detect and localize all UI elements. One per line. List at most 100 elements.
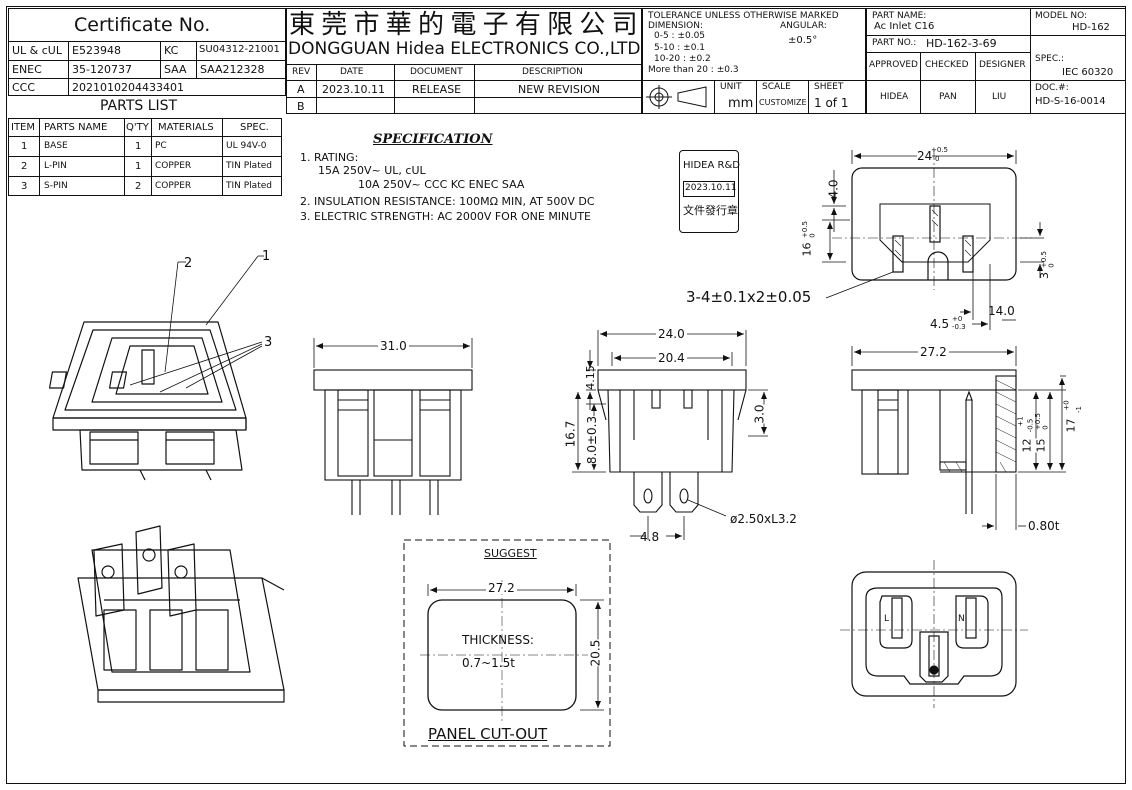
cert-value: E523948 (72, 44, 121, 57)
dim-tolerance: +0 (952, 315, 963, 323)
dim-tolerance: 0 (1047, 263, 1056, 268)
rear-center-lines (840, 560, 1028, 708)
spec-line: 10A 250V~ CCC KC ENEC SAA (358, 178, 525, 191)
dim-plan (822, 150, 1044, 330)
parts-material: COPPER (155, 181, 192, 191)
callout-label: 2 (184, 256, 193, 271)
dim-label: 24 (917, 149, 933, 163)
isometric-front-view (48, 321, 247, 481)
rev-header: DOCUMENT (410, 67, 463, 77)
parts-header: ITEM (11, 122, 36, 133)
parts-header: MATERIALS (158, 122, 214, 133)
spec-line: 15A 250V~ UL, cUL (318, 164, 426, 177)
dim-tolerance: 0 (808, 233, 817, 238)
stamp-date: 2023.10.11 (685, 183, 737, 193)
front-view-24 (597, 369, 747, 513)
doc-number: HD-S-16-0014 (1035, 96, 1106, 107)
dim-label: 4.15 (583, 365, 597, 390)
rev-description: NEW REVISION (518, 83, 601, 96)
rev-date: 2023.10.11 (322, 83, 385, 96)
cert-key: CCC (12, 81, 36, 94)
spec-line: 2. INSULATION RESISTANCE: 100MΩ MIN, AT … (300, 195, 595, 208)
side-view-31 (313, 369, 473, 515)
designer-header: DESIGNER (979, 60, 1026, 70)
dim-label: 27.2 (918, 345, 949, 359)
cert-key: SAA (164, 63, 187, 76)
dim-tolerance: +0.5 (931, 146, 948, 154)
dim-label: 17 (1064, 418, 1078, 433)
parts-item: 1 (21, 141, 28, 152)
parts-material: PC (155, 141, 167, 151)
sheet-label: SHEET (814, 82, 844, 92)
dim-label: 12 (1020, 438, 1034, 453)
certificate-table (8, 8, 286, 96)
parts-item: 3 (21, 181, 28, 192)
tolerance-row: 10-20 : ±0.2 (654, 54, 711, 64)
unit-value: mm (728, 96, 754, 111)
callout-label: 3 (264, 335, 273, 350)
tolerance-block (642, 8, 866, 114)
spec-label: SPEC.: (1035, 54, 1065, 64)
dim-tolerance: +0 (1062, 400, 1071, 411)
part-number: HD-162-3-69 (926, 37, 997, 50)
tolerance-angular-label: ANGULAR: (780, 21, 827, 31)
parts-name: L-PIN (44, 161, 67, 171)
parts-header: Q'TY (126, 122, 149, 133)
cutout-width: 27.2 (486, 581, 517, 595)
neutral-terminal-mark: N (958, 614, 965, 624)
cutout-caption: PANEL CUT-OUT (428, 725, 548, 743)
sheet-value: 1 of 1 (814, 96, 849, 110)
rev-document: RELEASE (412, 83, 462, 96)
dim-label: 4.8 (640, 530, 660, 544)
parts-spec: TIN Plated (226, 161, 272, 171)
dim-label: 20.4 (656, 351, 687, 365)
scale-label: SCALE (762, 82, 791, 92)
spec-value: IEC 60320 (1062, 67, 1114, 78)
cert-value: SU04312-21001 (199, 44, 280, 55)
scale-value: CUSTOMIZE (759, 98, 807, 107)
rev-header: DESCRIPTION (522, 67, 583, 77)
cert-key: KC (164, 44, 179, 57)
approved-name: HIDEA (880, 92, 909, 102)
callout-leaders (129, 255, 264, 393)
line-terminal-mark: L (884, 614, 890, 624)
cert-value: 35-120737 (72, 63, 132, 76)
cutout-thickness-label: THICKNESS: (462, 633, 534, 647)
drawing-frame (6, 6, 1126, 784)
parts-spec: TIN Plated (226, 181, 272, 191)
checked-name: PAN (939, 92, 957, 102)
dim-label: 0.80t (1028, 519, 1060, 533)
stamp-line3: 文件發行章 (683, 204, 738, 217)
unit-label: UNIT (720, 82, 742, 92)
panel-cutout (403, 539, 611, 747)
cutout-thickness: 0.7~1.5t (462, 656, 515, 670)
dim-tolerance: 0 (935, 155, 940, 163)
designer-name: LIU (992, 92, 1007, 102)
tolerance-title: TOLERANCE UNLESS OTHERWISE MARKED (648, 11, 839, 21)
pin-dimension: 3-4±0.1x2±0.05 (686, 288, 812, 306)
dim-label: 16.7 (563, 420, 578, 448)
callout-label: 1 (262, 249, 271, 264)
parts-qty: 1 (135, 161, 142, 172)
tolerance-row: 5-10 : ±0.1 (654, 43, 706, 53)
dim-tolerance: +1 (1016, 416, 1025, 427)
tolerance-angular-value: ±0.5° (788, 35, 818, 46)
dim-label: 24.0 (656, 327, 687, 341)
part-name: Ac Inlet C16 (874, 21, 935, 32)
parts-item: 2 (21, 161, 28, 172)
dim-label: 16 (800, 242, 814, 257)
parts-qty: 1 (135, 141, 142, 152)
isometric-rear-view (77, 525, 285, 703)
checked-header: CHECKED (925, 60, 969, 70)
cutout-suggest: SUGGEST (484, 547, 537, 560)
rev-header: DATE (340, 67, 364, 77)
dim-tolerance: 0 (1041, 425, 1050, 430)
spec-line: 3. ELECTRIC STRENGTH: AC 2000V FOR ONE M… (300, 210, 592, 223)
dim-tolerance: -1 (1074, 406, 1083, 413)
cutout-height: 20.5 (588, 639, 603, 667)
cert-value: 2021010204433401 (72, 81, 184, 94)
tolerance-dimension-label: DIMENSION: (648, 21, 703, 31)
parts-name: S-PIN (44, 181, 68, 191)
doc-label: DOC.#: (1035, 83, 1069, 93)
